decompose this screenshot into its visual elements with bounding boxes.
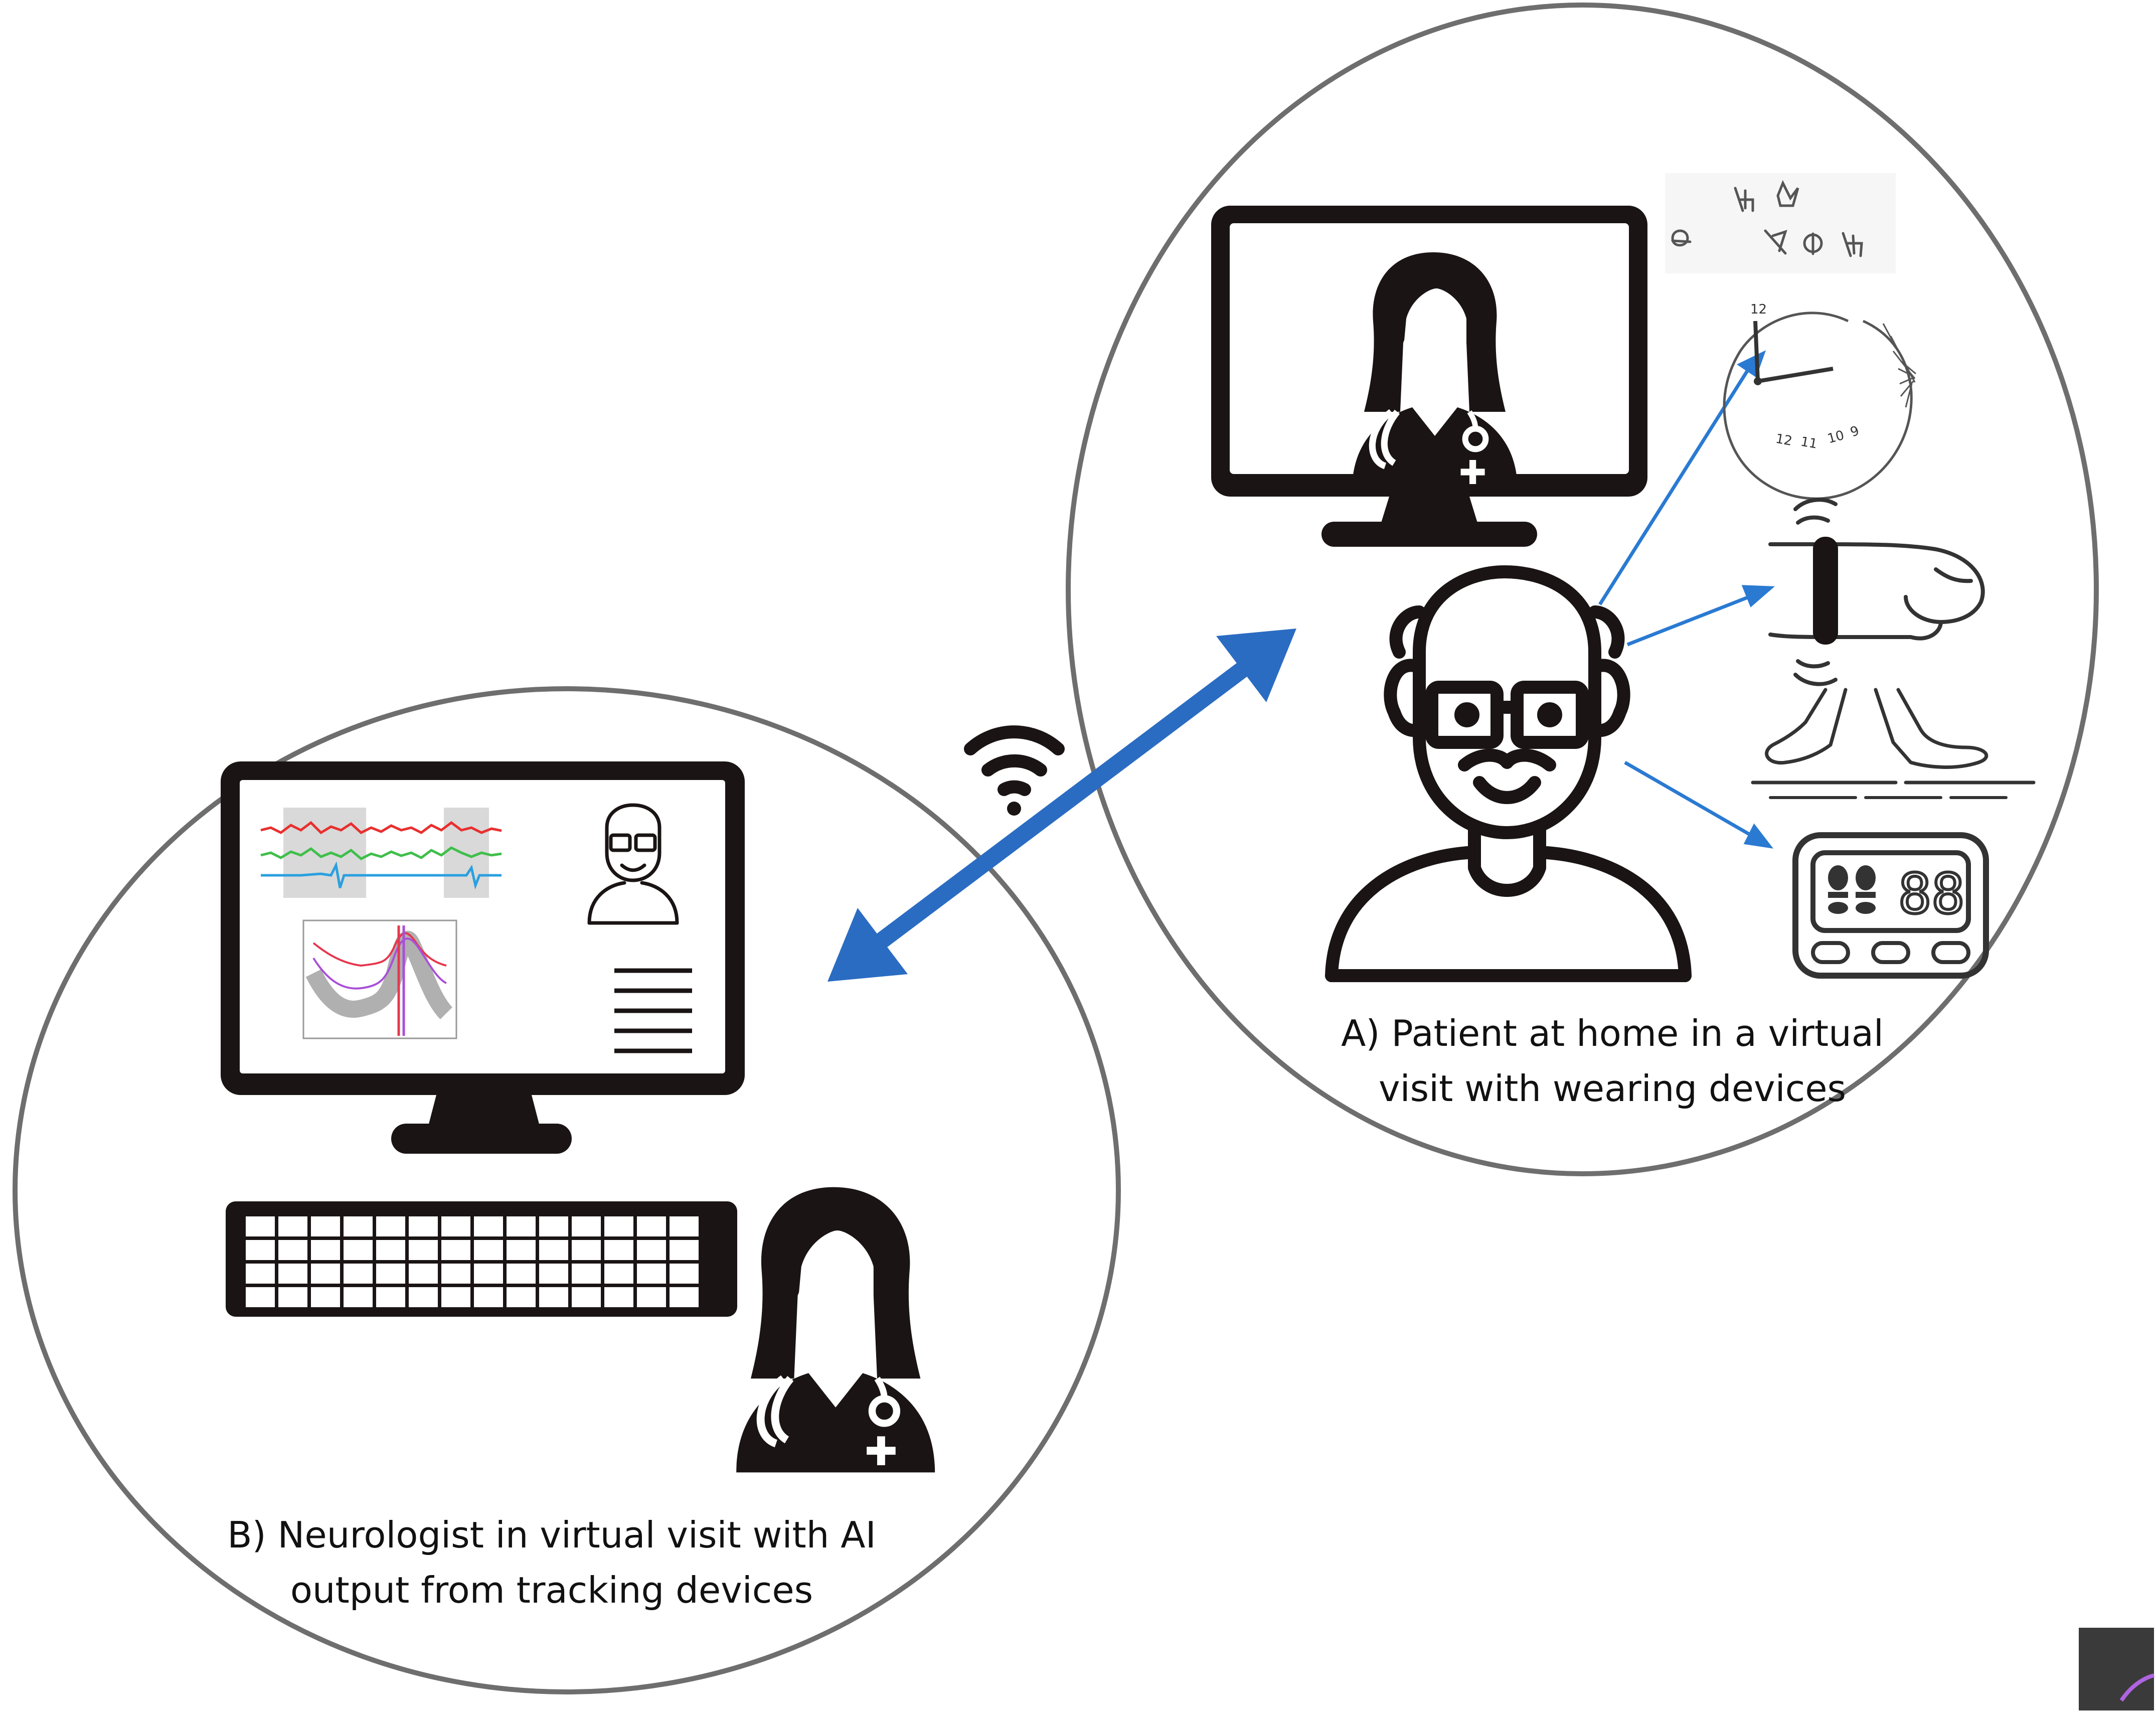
keyboard-key	[637, 1216, 666, 1236]
keyboard-key	[246, 1240, 275, 1260]
patient-avatar-icon	[587, 803, 679, 925]
panel-b-label-line1: B) Neurologist in virtual visit with AI	[227, 1514, 876, 1556]
keyboard-key	[246, 1287, 275, 1307]
keyboard-key	[409, 1240, 438, 1260]
keyboard-key	[572, 1287, 601, 1307]
keyboard-key	[572, 1216, 601, 1236]
keyboard-key	[278, 1287, 307, 1307]
keyboard-key	[637, 1240, 666, 1260]
keyboard-key	[604, 1264, 633, 1284]
keyboard-key	[604, 1216, 633, 1236]
handwriting-symbols-icon	[1665, 173, 1896, 273]
keyboard-key	[344, 1264, 373, 1284]
clock-number-9: 9	[1848, 423, 1861, 440]
keyboard-icon	[226, 1201, 737, 1317]
keyboard-key	[474, 1264, 503, 1284]
keyboard-key	[670, 1216, 699, 1236]
clock-number-10: 10	[1826, 428, 1846, 447]
keyboard-key	[604, 1287, 633, 1307]
clock-number-11: 11	[1799, 434, 1818, 452]
keyboard-key	[409, 1287, 438, 1307]
keyboard-key	[311, 1240, 340, 1260]
keyboard-key	[507, 1240, 536, 1260]
pedometer-display: 88	[1898, 862, 1964, 926]
keyboard-key	[311, 1216, 340, 1236]
panel-a-circle	[1066, 3, 2099, 1176]
panel-a-label-line2: visit with wearing devices	[1379, 1067, 1846, 1110]
clock-number-12: 12	[1774, 431, 1793, 449]
keyboard-key	[344, 1240, 373, 1260]
keyboard-key	[539, 1216, 568, 1236]
keyboard-key	[474, 1240, 503, 1260]
keyboard-key	[246, 1216, 275, 1236]
gait-curve-plot	[302, 919, 457, 1039]
keyboard-key	[246, 1264, 275, 1284]
keyboard-key	[278, 1240, 307, 1260]
bidirectional-arrow	[827, 629, 1296, 982]
keyboard-key	[441, 1287, 470, 1307]
keyboard-key	[474, 1216, 503, 1236]
clock-drawing-icon: 12 12 11 10 9	[1723, 302, 1916, 500]
keyboard-key	[507, 1216, 536, 1236]
keyboard-key	[376, 1240, 405, 1260]
panel-a-label-line1: A) Patient at home in a virtual	[1341, 1012, 1884, 1054]
keyboard-key	[278, 1264, 307, 1284]
keyboard-key	[409, 1216, 438, 1236]
clock-number-12-top: 12	[1750, 302, 1767, 317]
keyboard-key	[539, 1264, 568, 1284]
patient-icon	[1325, 565, 1692, 982]
pedometer-icon: 88	[1792, 832, 1989, 979]
keyboard-key	[311, 1264, 340, 1284]
keyboard-key	[507, 1264, 536, 1284]
keyboard-key	[376, 1216, 405, 1236]
doctor-icon	[1352, 252, 1518, 490]
keyboard-key	[441, 1264, 470, 1284]
keyboard-key	[637, 1287, 666, 1307]
keyboard-key	[409, 1264, 438, 1284]
keyboard-key	[474, 1287, 503, 1307]
keyboard-key	[344, 1287, 373, 1307]
keyboard-key	[604, 1240, 633, 1260]
neurologist-icon	[736, 1187, 935, 1473]
keyboard-key	[670, 1240, 699, 1260]
keyboard-key	[670, 1264, 699, 1284]
panel-b-circle	[13, 686, 1121, 1694]
keyboard-key	[572, 1240, 601, 1260]
wristband-icon	[1768, 498, 1985, 686]
keyboard-key	[311, 1287, 340, 1307]
keyboard-key	[441, 1216, 470, 1236]
keyboard-key	[376, 1287, 405, 1307]
keyboard-key	[278, 1216, 307, 1236]
wifi-icon	[964, 725, 1065, 816]
keyboard-key	[376, 1264, 405, 1284]
panel-b-label-line2: output from tracking devices	[290, 1569, 813, 1611]
report-lines-icon	[614, 968, 692, 1053]
walking-feet-icon	[1751, 688, 2036, 799]
corner-thumbnail-icon	[2079, 1628, 2155, 1710]
keyboard-key	[344, 1216, 373, 1236]
keyboard-key	[572, 1264, 601, 1284]
keyboard-key	[637, 1264, 666, 1284]
keyboard-key	[441, 1240, 470, 1260]
keyboard-key	[670, 1287, 699, 1307]
keyboard-key	[539, 1240, 568, 1260]
signal-traces-plot	[260, 808, 502, 898]
keyboard-key	[507, 1287, 536, 1307]
keyboard-key	[539, 1287, 568, 1307]
